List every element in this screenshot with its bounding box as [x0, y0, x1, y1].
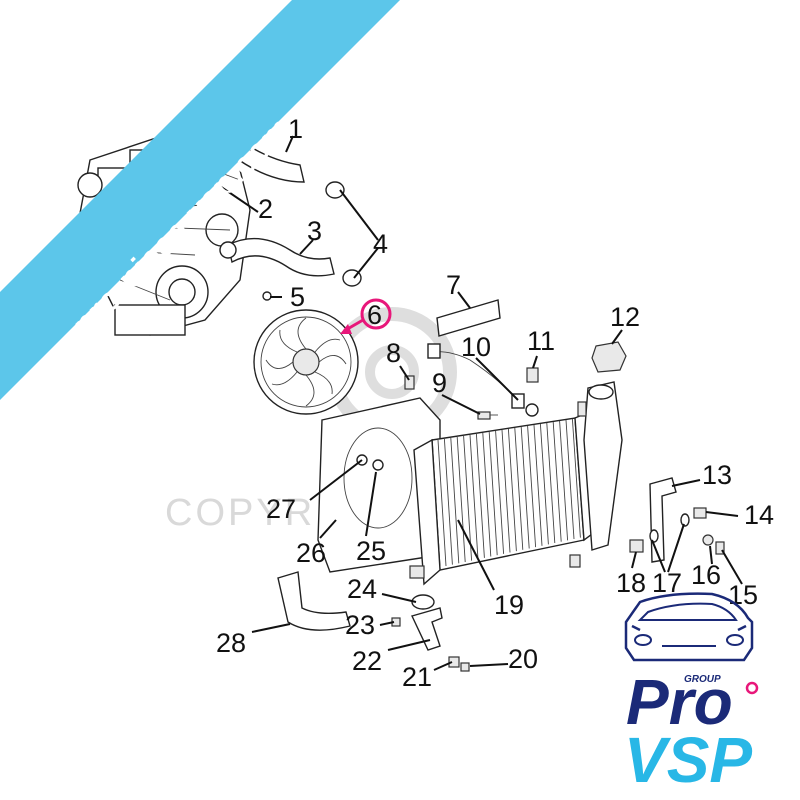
leader-lines [207, 135, 743, 671]
callout-3: 3 [307, 216, 322, 246]
expansion-cap [591, 341, 627, 373]
nut-21 [448, 656, 460, 668]
radiator [409, 381, 623, 586]
callout-2: 2 [258, 194, 273, 224]
logo-vsp-text: VSP [624, 724, 752, 796]
callout-10: 10 [461, 332, 491, 362]
callout-16: 16 [691, 560, 721, 590]
callout-23: 23 [345, 610, 375, 640]
callout-21: 21 [402, 662, 432, 692]
foam-strip [436, 299, 501, 337]
callout-19: 19 [494, 590, 524, 620]
callout-20: 20 [508, 644, 538, 674]
nut-11 [526, 367, 539, 383]
screw-5 [262, 291, 282, 301]
bolt-14 [693, 507, 707, 519]
callout-7: 7 [446, 270, 461, 300]
callout-18: 18 [616, 568, 646, 598]
bolt-16 [702, 534, 725, 555]
screw-9 [477, 411, 498, 420]
callout-27: 27 [266, 494, 296, 524]
callout-15: 15 [728, 580, 758, 610]
callout-12: 12 [610, 302, 640, 332]
nut-20 [460, 662, 470, 672]
washers-17 [649, 513, 690, 543]
support-22 [411, 607, 443, 651]
logo-accent-dot [745, 681, 759, 695]
site-banner: pro-piece-vsp.com [0, 0, 400, 400]
callout-8: 8 [386, 338, 401, 368]
callout-9: 9 [432, 368, 447, 398]
callout-22: 22 [352, 646, 382, 676]
car-icon [624, 592, 754, 662]
callout-13: 13 [702, 460, 732, 490]
callout-28: 28 [216, 628, 246, 658]
callout-17: 17 [652, 568, 682, 598]
lower-hose [219, 237, 335, 277]
callout-14: 14 [744, 500, 774, 530]
callout-numbers: 1 2 3 4 5 6 7 8 9 10 11 12 13 14 15 16 1… [216, 114, 774, 692]
cooling-fan [253, 309, 359, 415]
callout-1: 1 [288, 114, 303, 144]
callout-11: 11 [527, 326, 555, 356]
callout-5: 5 [290, 282, 305, 312]
brand-logo: GROUP Pro VSP [624, 592, 759, 796]
screw-8 [404, 375, 415, 390]
bracket-13 [649, 477, 677, 563]
highlight-part-6 [340, 298, 392, 334]
bracket-28 [277, 571, 351, 631]
logo-pro-text: Pro [626, 666, 733, 738]
nut-18 [629, 539, 644, 553]
callout-24: 24 [347, 574, 377, 604]
callout-26: 26 [296, 538, 326, 568]
callout-4: 4 [373, 229, 388, 259]
logo-group-text: GROUP [684, 674, 721, 685]
callout-6: 6 [367, 300, 382, 330]
callout-25: 25 [356, 536, 386, 566]
